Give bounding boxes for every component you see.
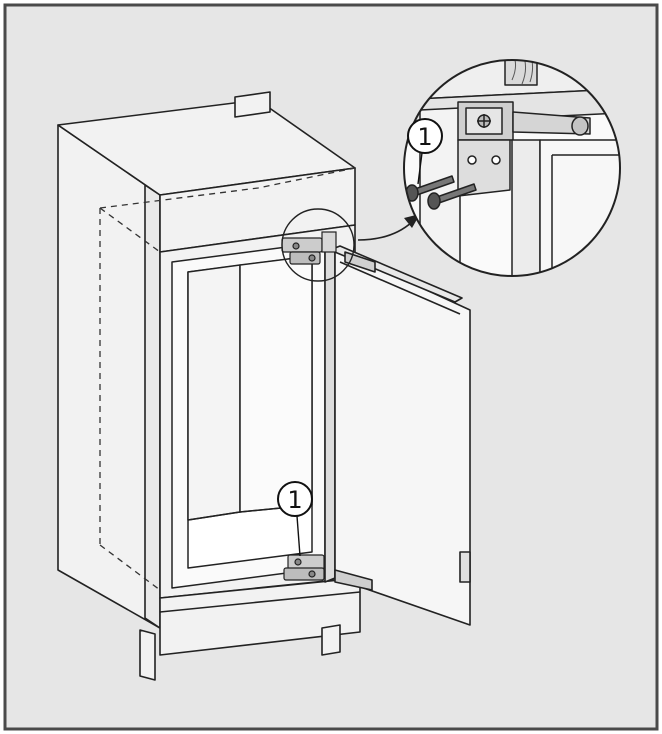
detail-hinge-pivot [571,116,589,136]
detail-hole-1 [467,155,477,165]
detail-screws [405,175,477,210]
interior-back-wall [239,255,313,513]
door-handle-plate [459,551,471,583]
appliance-hidden-outline [99,167,356,591]
detail-wood-block [504,60,538,86]
door-rail-line [339,261,461,315]
detail-hinge-arm [512,111,591,135]
detail-door-edge [511,139,541,276]
plinth-edge [159,591,361,613]
callout-bottom-leader [296,515,301,557]
furniture-door [324,245,471,626]
detail-circle-border [403,59,621,277]
door-edge [324,247,336,583]
callout-top: 1 [407,118,443,185]
zoom-circle [281,208,355,282]
cabinet-left-edge [144,184,161,629]
callout-top-leader [417,152,423,185]
top-hinge [281,231,337,265]
wood-grain [509,60,534,85]
cabinet-back-upright [234,91,271,118]
bottom-hinge [283,554,325,581]
detail-mounting-plate [457,139,511,197]
callout-top-label: 1 [417,123,432,151]
interior-floor-edge [187,511,241,521]
cabinet-leg-right [321,624,341,656]
cabinet-leg-left [139,629,156,681]
door-panel [334,247,471,626]
interior-side-wall [187,264,241,521]
zoom-arrow [357,221,413,241]
appliance-interior [171,241,326,589]
door-hinge-bottom-bracket [334,569,373,591]
callout-bottom: 1 [277,481,313,557]
detail-hole-2 [491,155,501,165]
callout-bottom-label: 1 [287,486,302,514]
